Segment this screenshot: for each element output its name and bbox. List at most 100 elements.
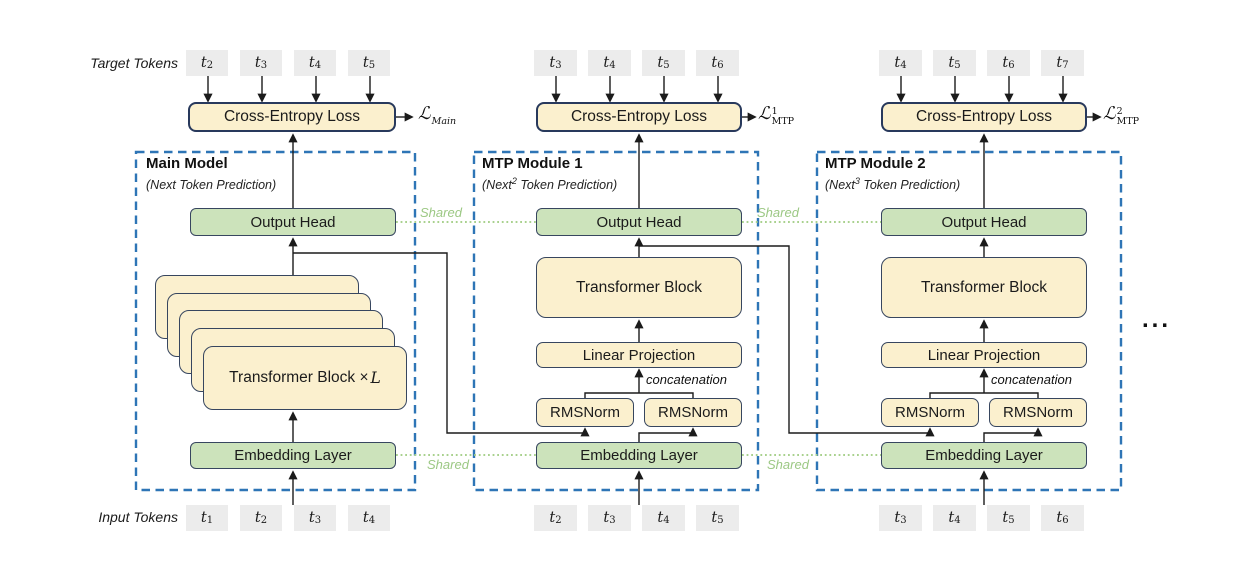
subtitle-pre: (Next xyxy=(482,178,512,193)
token-subscript: 4 xyxy=(609,60,616,71)
token-subscript: 3 xyxy=(260,60,268,71)
token-symbol: t xyxy=(549,55,556,71)
token-subscript: 2 xyxy=(555,515,562,526)
main-model-border xyxy=(134,150,417,492)
linear-projection-box: Linear Projection xyxy=(881,342,1087,368)
shared-dotted-lines xyxy=(396,221,881,456)
ellipsis-more-modules: ... xyxy=(1142,306,1172,333)
transformer-stack-front: Transformer Block × L xyxy=(203,346,407,410)
linear-projection-box: Linear Projection xyxy=(536,342,742,368)
rmsnorm-box: RMSNorm xyxy=(644,398,742,427)
subtitle-pre: (Next xyxy=(825,178,855,193)
module-title: Main Model xyxy=(146,155,228,172)
token-symbol: t xyxy=(1056,55,1063,71)
stack-label: Transformer Block × xyxy=(229,369,369,386)
output-head-box: Output Head xyxy=(190,208,396,236)
token-subscript: 6 xyxy=(1062,515,1069,526)
token-symbol: t xyxy=(254,510,261,526)
loss-symbol: ℒ xyxy=(1103,104,1116,124)
mtp-module-1-border xyxy=(472,150,760,492)
rmsnorm-box: RMSNorm xyxy=(536,398,634,427)
token-subscript: 7 xyxy=(1062,60,1069,71)
token-subscript: 5 xyxy=(954,60,961,71)
token-symbol: t xyxy=(603,55,610,71)
token-subscript: 4 xyxy=(663,515,670,526)
shared-label: Shared xyxy=(427,457,469,472)
token-symbol: t xyxy=(200,55,207,71)
cross-entropy-loss-box: Cross-Entropy Loss xyxy=(881,102,1087,132)
token-subscript: 5 xyxy=(717,515,724,526)
loss-subscript: Main xyxy=(431,115,457,127)
token-symbol: t xyxy=(711,55,718,71)
loss-subscript: MTP xyxy=(771,115,795,127)
token-symbol: t xyxy=(948,55,955,71)
token-subscript: 4 xyxy=(900,60,907,71)
token-symbol: t xyxy=(308,510,315,526)
token-symbol: t xyxy=(1002,510,1009,526)
token-subscript: 3 xyxy=(555,60,562,71)
subtitle-sup: 3 xyxy=(854,176,860,186)
arrow-embedding-to-rmsnorm xyxy=(983,427,1043,442)
shared-label: Shared xyxy=(767,457,809,472)
token-subscript: 2 xyxy=(260,515,268,526)
module-title: MTP Module 2 xyxy=(825,155,926,172)
token-subscript: 4 xyxy=(954,515,961,526)
token-subscript: 5 xyxy=(663,60,670,71)
token-subscript: 1 xyxy=(206,515,214,526)
mtp-module-2-border xyxy=(815,150,1123,492)
output-head-box: Output Head xyxy=(536,208,742,236)
token-subscript: 3 xyxy=(609,515,616,526)
cross-entropy-loss-box: Cross-Entropy Loss xyxy=(188,102,396,132)
input-tokens-label: Input Tokens xyxy=(98,509,178,525)
subtitle-post: Token Prediction) xyxy=(175,178,277,193)
module-subtitle: (Next Token Prediction) xyxy=(146,176,276,192)
token-symbol: t xyxy=(603,510,610,526)
token-symbol: t xyxy=(254,55,261,71)
loss-symbol: ℒ xyxy=(418,104,431,124)
concatenation-label: concatenation xyxy=(991,372,1072,387)
loss-superscript: 1 xyxy=(771,106,778,117)
module-dashed-borders xyxy=(134,150,1123,492)
token-symbol: t xyxy=(362,510,369,526)
token-symbol: t xyxy=(894,55,901,71)
concatenation-label: concatenation xyxy=(646,372,727,387)
embedding-layer-box: Embedding Layer xyxy=(881,442,1087,469)
token-symbol: t xyxy=(1002,55,1009,71)
token-symbol: t xyxy=(200,510,207,526)
transformer-block-box: Transformer Block xyxy=(881,257,1087,318)
token-subscript: 3 xyxy=(900,515,907,526)
token-subscript: 4 xyxy=(314,60,322,71)
arrow-embedding-to-rmsnorm xyxy=(638,427,698,442)
subtitle-sup: 2 xyxy=(511,176,517,186)
module-title: MTP Module 1 xyxy=(482,155,583,172)
transformer-block-box: Transformer Block xyxy=(536,257,742,318)
rmsnorm-box: RMSNorm xyxy=(881,398,979,427)
rmsnorm-box: RMSNorm xyxy=(989,398,1087,427)
token-symbol: t xyxy=(1056,510,1063,526)
subtitle-post: Token Prediction) xyxy=(516,178,618,193)
token-symbol: t xyxy=(711,510,718,526)
subtitle-post: Token Prediction) xyxy=(859,178,961,193)
